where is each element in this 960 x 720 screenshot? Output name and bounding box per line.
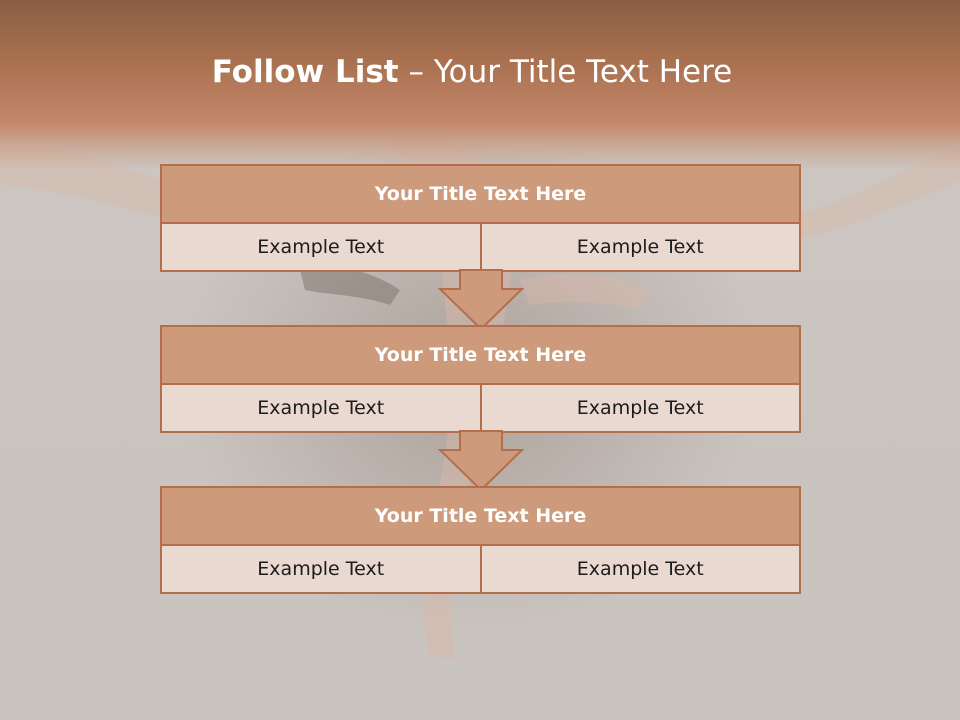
title-bold-part: Follow List [211, 54, 399, 90]
block-cell-right: Example Text [479, 224, 799, 270]
block-cell-left: Example Text [162, 224, 480, 270]
block-row: Example Text Example Text [162, 544, 799, 592]
down-arrow-icon [437, 269, 525, 331]
block-cell-left: Example Text [162, 385, 480, 431]
block-cell-right: Example Text [479, 385, 799, 431]
title-rest-part: – Your Title Text Here [398, 54, 733, 90]
block-cell-left: Example Text [162, 546, 480, 592]
block-row: Example Text Example Text [162, 383, 799, 431]
list-block-2: Your Title Text Here Example Text Exampl… [160, 325, 801, 433]
block-title: Your Title Text Here [374, 344, 587, 366]
block-row: Example Text Example Text [162, 222, 799, 270]
slide-title: Follow List – Your Title Text Here [0, 54, 944, 90]
header-band [0, 0, 960, 170]
block-cell-right: Example Text [479, 546, 799, 592]
block-title: Your Title Text Here [374, 183, 587, 205]
down-arrow-icon [437, 430, 525, 492]
list-block-1: Your Title Text Here Example Text Exampl… [160, 164, 801, 272]
block-title: Your Title Text Here [374, 505, 587, 527]
list-block-3: Your Title Text Here Example Text Exampl… [160, 486, 801, 594]
